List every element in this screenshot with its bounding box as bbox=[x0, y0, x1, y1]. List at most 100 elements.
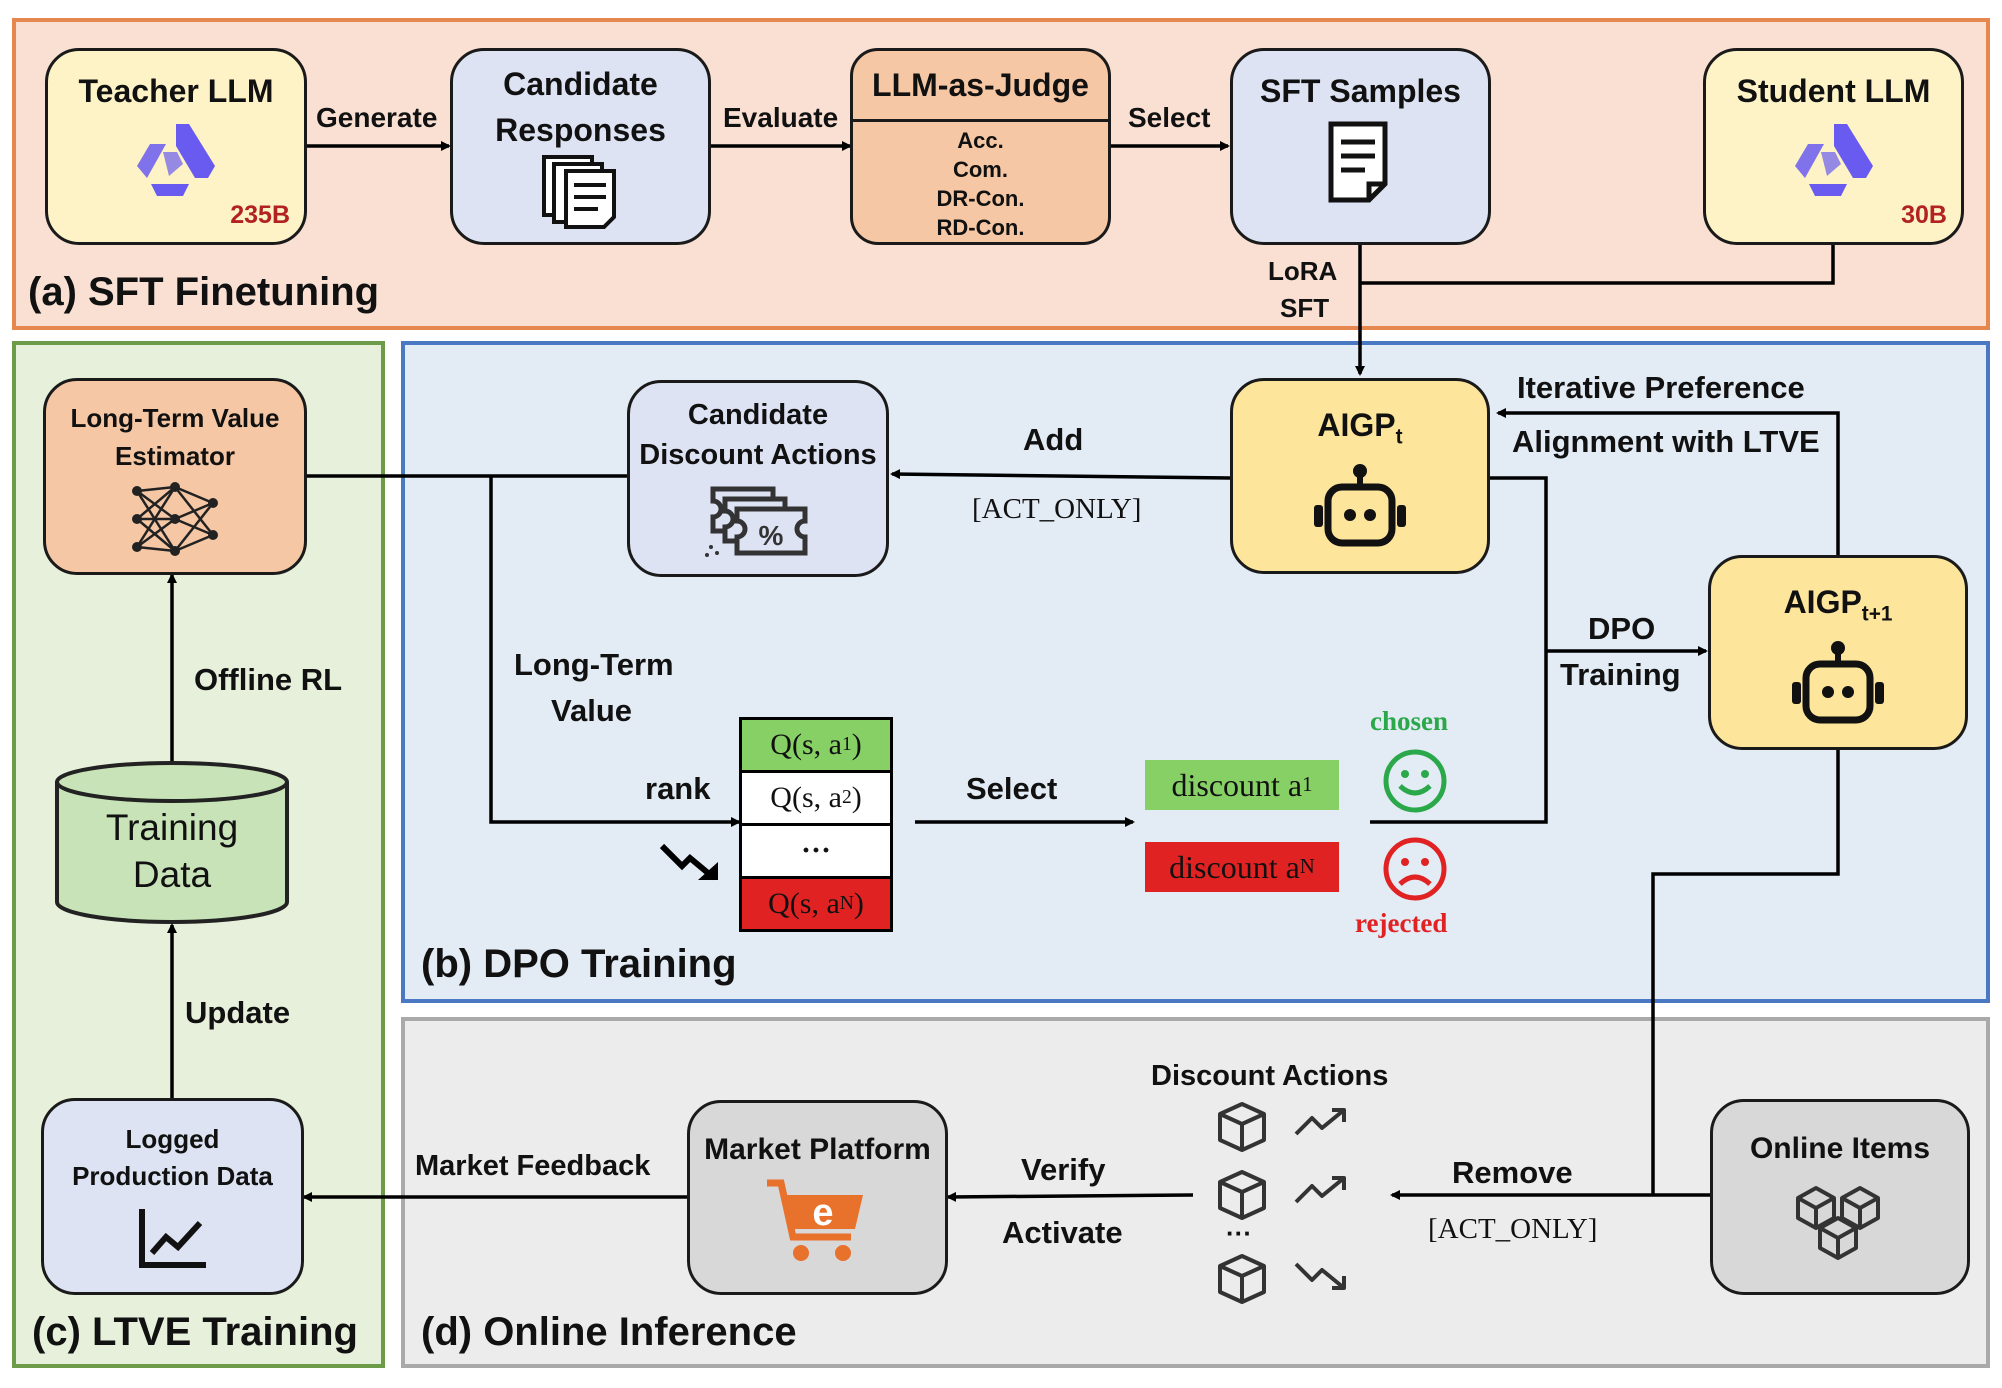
candidate-responses-line2: Responses bbox=[495, 112, 666, 148]
sad-face-icon bbox=[1383, 837, 1447, 901]
remove-label: Remove bbox=[1452, 1155, 1573, 1190]
q-cell-close: ) bbox=[853, 887, 864, 920]
market-platform-title: Market Platform bbox=[704, 1133, 931, 1166]
estimator-line1: Long-Term Value bbox=[70, 403, 280, 433]
q-cell-text: Q(s, a bbox=[770, 781, 842, 814]
lora-label-line1: LoRA bbox=[1268, 256, 1338, 286]
llm-logo-icon bbox=[137, 124, 215, 196]
shopping-cart-icon: e bbox=[766, 1179, 863, 1261]
q-cell-sub: N bbox=[839, 893, 854, 914]
teacher-llm-title: Teacher LLM bbox=[78, 73, 274, 109]
robot-icon bbox=[1792, 641, 1884, 724]
candidate-responses-line1: Candidate bbox=[503, 66, 658, 102]
documents-stack-icon bbox=[541, 155, 616, 229]
training-data-line1: Training bbox=[105, 807, 239, 848]
lora-label-line2: SFT bbox=[1280, 293, 1330, 323]
cart-letter: e bbox=[812, 1192, 833, 1234]
llm-judge-title: LLM-as-Judge bbox=[853, 51, 1108, 122]
q-cell-text: Q(s, a bbox=[768, 887, 840, 920]
panel-label-sft: (a) SFT Finetuning bbox=[28, 270, 380, 314]
add-label: Add bbox=[1023, 422, 1084, 457]
cube-icon bbox=[1218, 1170, 1266, 1220]
judge-criterion: RD-Con. bbox=[936, 215, 1025, 240]
dpo-training-label-line1: DPO bbox=[1588, 611, 1656, 646]
candidate-responses-title: Candidate Responses bbox=[495, 61, 666, 153]
market-platform-box: Market Platform e bbox=[687, 1100, 948, 1295]
logged-line2: Production Data bbox=[72, 1161, 273, 1191]
rejected-discount-sub: N bbox=[1299, 855, 1315, 878]
online-items-title: Online Items bbox=[1749, 1132, 1931, 1165]
long-term-value-label-line1: Long-Term bbox=[514, 647, 674, 682]
training-data-line2: Data bbox=[132, 854, 212, 895]
judge-criterion: DR-Con. bbox=[936, 186, 1025, 211]
long-term-value-label-line2: Value bbox=[551, 693, 632, 728]
q-cell-text: Q(s, a bbox=[770, 728, 842, 761]
q-cell-ellipsis: ··· bbox=[739, 823, 893, 879]
robot-icon bbox=[1314, 464, 1406, 547]
trend-up-icon bbox=[1294, 1108, 1346, 1136]
judge-criterion: Acc. bbox=[957, 128, 1004, 153]
aigp-t-box: AIGPt bbox=[1230, 378, 1490, 574]
rejected-discount-text: discount a bbox=[1169, 848, 1300, 885]
offline-rl-label: Offline RL bbox=[194, 662, 343, 697]
sft-samples-title: SFT Samples bbox=[1260, 73, 1461, 109]
aigp-t1-subscript: t+1 bbox=[1861, 602, 1893, 626]
chosen-label: chosen bbox=[1370, 706, 1449, 736]
teacher-size-label: 235B bbox=[230, 201, 290, 229]
candidate-discount-line1: Candidate bbox=[687, 399, 829, 431]
aigp-t-name: AIGP bbox=[1317, 407, 1396, 443]
iterative-label-line1: Iterative Preference bbox=[1517, 370, 1805, 405]
q-cell-close: ) bbox=[851, 781, 862, 814]
act-only-label-dpo: [ACT_ONLY] bbox=[972, 493, 1142, 525]
judge-criterion: Com. bbox=[952, 157, 1008, 182]
market-feedback-label: Market Feedback bbox=[415, 1150, 651, 1182]
panel-label-inference: (d) Online Inference bbox=[421, 1310, 797, 1354]
judge-criteria-list: Acc. Com. DR-Con. RD-Con. bbox=[937, 126, 1025, 242]
chosen-discount-sub: 1 bbox=[1302, 773, 1313, 796]
long-term-value-estimator-box: Long-Term Value Estimator bbox=[43, 378, 307, 575]
verify-label: Verify bbox=[1021, 1152, 1106, 1187]
student-llm-box: Student LLM 30B bbox=[1703, 48, 1964, 245]
estimator-title: Long-Term Value Estimator bbox=[71, 399, 280, 475]
cube-icon bbox=[1218, 1254, 1266, 1304]
panel-label-ltve: (c) LTVE Training bbox=[32, 1310, 358, 1354]
candidate-discount-line2: Discount Actions bbox=[639, 439, 877, 471]
aigp-t1-box: AIGPt+1 bbox=[1708, 555, 1968, 750]
aigp-t1-name: AIGP bbox=[1783, 584, 1862, 620]
svg-text:%: % bbox=[759, 520, 784, 551]
document-icon bbox=[1328, 121, 1387, 203]
logged-production-data-box: Logged Production Data bbox=[41, 1098, 304, 1295]
select-label-dpo: Select bbox=[966, 771, 1058, 806]
training-data-cylinder bbox=[55, 761, 289, 924]
aigp-t1-title: AIGPt+1 bbox=[1784, 584, 1893, 626]
trend-down-arrow-icon bbox=[659, 843, 718, 881]
candidate-discount-actions-box: Candidate Discount Actions % bbox=[627, 380, 889, 577]
q-cell-close: ) bbox=[851, 728, 862, 761]
student-llm-title: Student LLM bbox=[1736, 73, 1931, 109]
student-size-label: 30B bbox=[1901, 201, 1947, 229]
aigp-t-title: AIGPt bbox=[1317, 407, 1402, 449]
activate-label: Activate bbox=[1002, 1215, 1123, 1250]
logged-line1: Logged bbox=[125, 1124, 220, 1154]
coupons-icon: % bbox=[705, 486, 808, 557]
q-cell-text: ··· bbox=[800, 834, 831, 867]
discount-action-items bbox=[1218, 1102, 1346, 1304]
act-only-label-inference: [ACT_ONLY] bbox=[1428, 1213, 1598, 1245]
candidate-discount-title: Candidate Discount Actions bbox=[639, 395, 876, 475]
rejected-label: rejected bbox=[1355, 908, 1448, 938]
line-chart-icon bbox=[138, 1209, 206, 1268]
discount-actions-title: Discount Actions bbox=[1151, 1060, 1389, 1092]
llm-logo-icon bbox=[1794, 124, 1873, 196]
evaluate-label: Evaluate bbox=[723, 102, 839, 133]
rank-label: rank bbox=[645, 771, 711, 806]
estimator-line2: Estimator bbox=[115, 441, 235, 471]
trend-up-icon bbox=[1294, 1176, 1346, 1204]
boxes-icon bbox=[1796, 1186, 1880, 1260]
cube-icon bbox=[1218, 1102, 1266, 1152]
